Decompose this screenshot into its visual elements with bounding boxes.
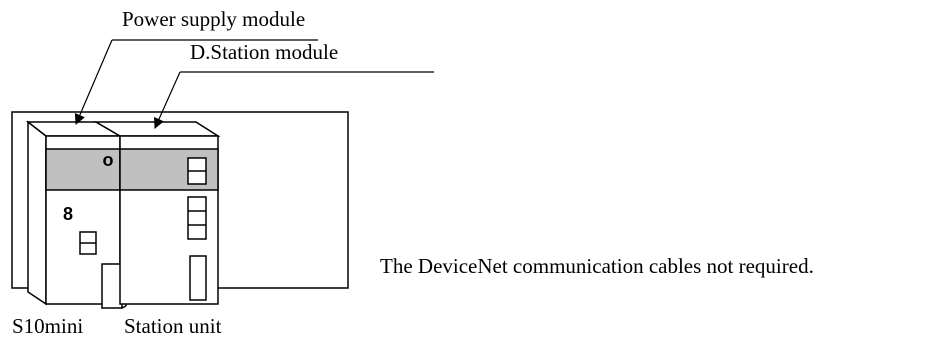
callout-power-supply-label: Power supply module: [122, 7, 305, 31]
s10mini-display-band: [45, 148, 121, 191]
station-connector: [189, 255, 207, 301]
seven-segment-digit: 8: [63, 204, 73, 224]
unit-label-station: Station unit: [124, 314, 222, 338]
node-address-switch: [187, 157, 207, 185]
s10mini-side-face: [27, 120, 47, 306]
callout-dstation-label: D.Station module: [190, 40, 338, 64]
unit-label-s10mini: S10mini: [12, 314, 83, 338]
station-unit: [93, 121, 221, 305]
power-indicator: o: [103, 150, 114, 170]
rotary-switch: [79, 231, 97, 255]
s10mini-unit: o 8: [25, 120, 127, 309]
callout-power-supply: Power supply module: [74, 7, 318, 125]
dip-switch-block: [187, 196, 207, 240]
note-text: The DeviceNet communication cables not r…: [380, 254, 814, 278]
callout-dstation: D.Station module: [154, 40, 434, 129]
